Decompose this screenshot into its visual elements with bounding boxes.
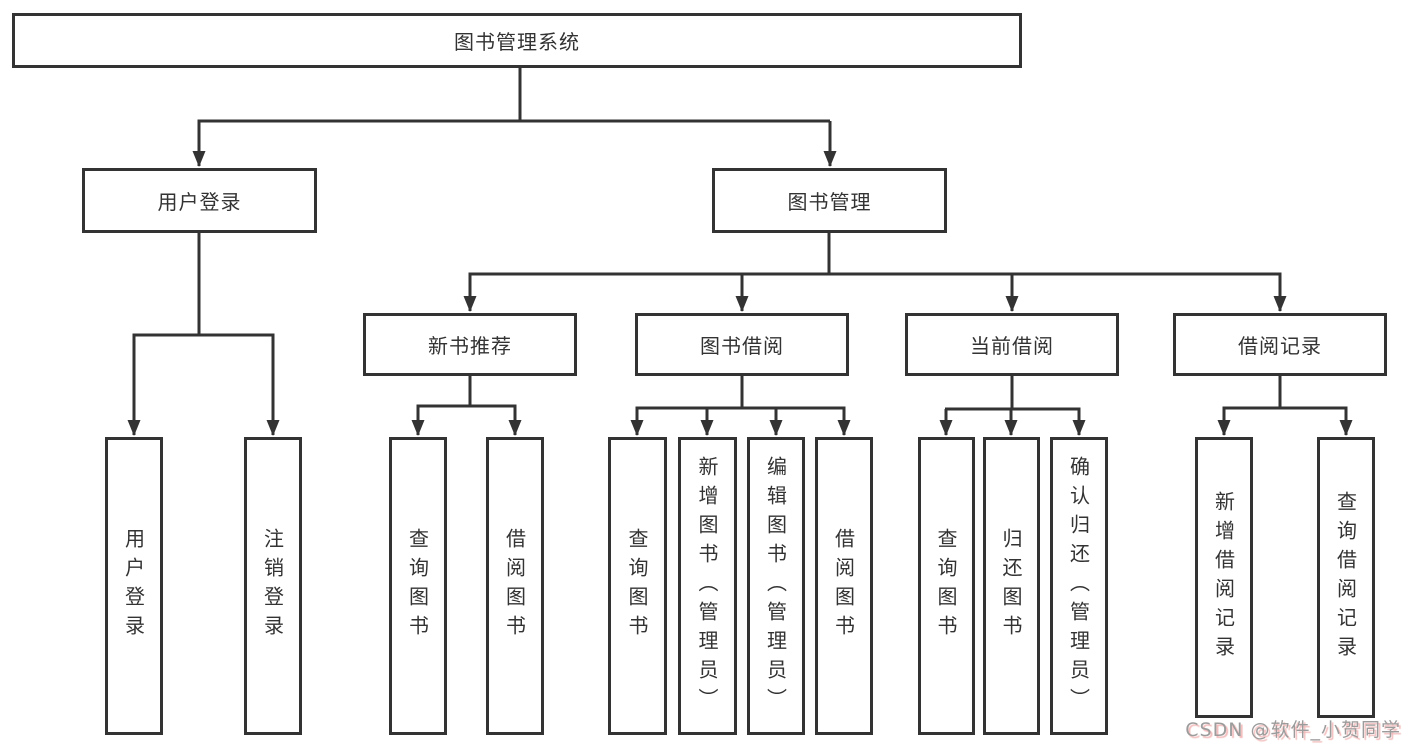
leaf-query-borrow-record: 查询借阅记录: [1317, 437, 1375, 718]
leaf-borrow-books-recommend: 借阅图书: [486, 437, 544, 735]
connector-borrow-record-children: [1217, 376, 1353, 436]
node-borrowing-records: 借阅记录: [1173, 313, 1387, 376]
node-library-management-system: 图书管理系统: [12, 13, 1022, 68]
connector-current-borrow-children: [939, 376, 1086, 436]
connector-user-login-children: [127, 233, 280, 436]
leaf-edit-books-admin: 编辑图书（管理员）: [747, 437, 805, 735]
node-user-login: 用户登录: [82, 168, 317, 233]
node-book-borrowing: 图书借阅: [635, 313, 849, 376]
leaf-query-books-recommend: 查询图书: [389, 437, 447, 735]
csdn-watermark: CSDN @软件_小贺同学: [1185, 719, 1401, 741]
leaf-query-books-current: 查询图书: [918, 437, 975, 735]
leaf-user-login: 用户登录: [105, 437, 163, 735]
leaf-return-books: 归还图书: [983, 437, 1040, 735]
connector-new-book-children: [411, 376, 522, 436]
leaf-query-books-borrow: 查询图书: [608, 437, 667, 735]
leaf-add-books-admin: 新增图书（管理员）: [678, 437, 737, 735]
leaf-confirm-return-admin: 确认归还（管理员）: [1050, 437, 1108, 735]
connector-book-management-children: [463, 233, 1287, 312]
node-book-management: 图书管理: [712, 168, 947, 233]
leaf-logout: 注销登录: [244, 437, 302, 735]
leaf-borrow-books: 借阅图书: [815, 437, 873, 735]
connector-root-to-level2: [192, 66, 837, 167]
node-new-book-recommend: 新书推荐: [363, 313, 577, 376]
connector-book-borrow-children: [630, 376, 851, 436]
leaf-add-borrow-record: 新增借阅记录: [1195, 437, 1253, 718]
node-current-borrowing: 当前借阅: [905, 313, 1119, 376]
